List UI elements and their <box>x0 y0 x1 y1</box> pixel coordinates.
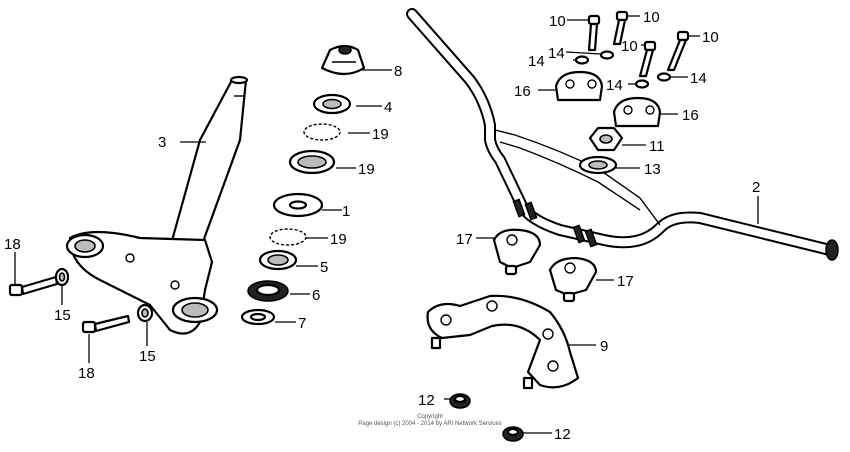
washer-14-d[interactable] <box>656 72 672 82</box>
callout-18-b: 18 <box>78 365 95 382</box>
callout-5: 5 <box>320 259 328 276</box>
handlebar[interactable] <box>406 8 839 261</box>
callout-7: 7 <box>298 315 306 332</box>
callout-6: 6 <box>312 287 320 304</box>
callout-14-d: 14 <box>690 70 707 87</box>
lower-holder-17-right[interactable] <box>548 256 598 303</box>
callout-10-b: 10 <box>643 9 660 26</box>
copyright-title: Copyright <box>417 414 443 420</box>
callout-16-a: 16 <box>514 83 531 100</box>
washer-1[interactable] <box>272 192 324 218</box>
callout-19-a: 19 <box>372 126 389 143</box>
callout-10-d: 10 <box>702 29 719 46</box>
callout-14-a: 14 <box>548 45 565 62</box>
stem-nut-8[interactable] <box>320 44 366 76</box>
steel-balls-19-upper[interactable] <box>303 123 341 141</box>
ball-race-5[interactable] <box>258 249 298 271</box>
dust-seal-7[interactable] <box>240 308 276 326</box>
callout-17-b: 17 <box>617 273 634 290</box>
upper-holder-16-right[interactable] <box>612 96 662 128</box>
callout-labels: 1 2 3 4 5 6 7 8 9 10 10 10 10 11 12 12 1… <box>4 9 760 443</box>
steel-balls-19-lower[interactable] <box>269 228 307 246</box>
callout-18-a: 18 <box>4 236 21 253</box>
callout-3: 3 <box>158 134 166 151</box>
nut-15-left[interactable] <box>54 267 70 287</box>
callout-15-b: 15 <box>139 348 156 365</box>
callout-1: 1 <box>342 203 350 220</box>
callout-11: 11 <box>649 138 665 155</box>
cone-race-6[interactable] <box>247 280 289 302</box>
callout-9: 9 <box>600 338 608 355</box>
bolt-10-d[interactable] <box>666 30 690 72</box>
callout-12-a: 12 <box>418 392 435 409</box>
callout-13: 13 <box>644 161 661 178</box>
washer-14-b[interactable] <box>599 50 615 60</box>
stem-nut-11[interactable] <box>588 126 624 152</box>
lower-holder-17-left[interactable] <box>492 228 542 276</box>
callout-19-b: 19 <box>358 161 375 178</box>
nut-12-lower[interactable] <box>502 426 524 442</box>
steering-stem[interactable] <box>65 75 249 335</box>
callout-14-b: 14 <box>528 53 545 70</box>
washer-13[interactable] <box>578 155 618 175</box>
callout-17-a: 17 <box>456 231 473 248</box>
callout-16-b: 16 <box>682 107 699 124</box>
upper-holder-16-left[interactable] <box>554 70 604 102</box>
washer-14-c[interactable] <box>634 79 650 89</box>
nut-12-upper[interactable] <box>449 393 471 409</box>
leader-lines <box>14 15 759 434</box>
callout-2: 2 <box>752 179 760 196</box>
ball-race-19[interactable] <box>288 149 336 175</box>
cone-race-4[interactable] <box>312 93 352 115</box>
callout-12-b: 12 <box>554 426 571 443</box>
copyright-notice: Copyright Page design (c) 2004 - 2014 by… <box>330 414 530 428</box>
callout-10-c: 10 <box>621 38 638 55</box>
bolt-10-b[interactable] <box>612 10 629 46</box>
callout-15-a: 15 <box>54 307 71 324</box>
bolt-10-a[interactable] <box>587 14 601 52</box>
bracket-9[interactable] <box>426 294 580 390</box>
bolt-18-lower[interactable] <box>81 314 131 334</box>
copyright-text: Page design (c) 2004 - 2014 by ARI Netwo… <box>358 421 502 427</box>
callout-10-a: 10 <box>549 13 566 30</box>
callout-19-c: 19 <box>330 231 347 248</box>
bolt-18-left[interactable] <box>8 275 59 297</box>
callout-14-c: 14 <box>606 77 623 94</box>
nut-15-lower[interactable] <box>136 303 154 323</box>
callout-8: 8 <box>394 63 402 80</box>
bolt-10-c[interactable] <box>638 40 657 78</box>
washer-14-a[interactable] <box>574 55 590 65</box>
callout-4: 4 <box>384 99 392 116</box>
